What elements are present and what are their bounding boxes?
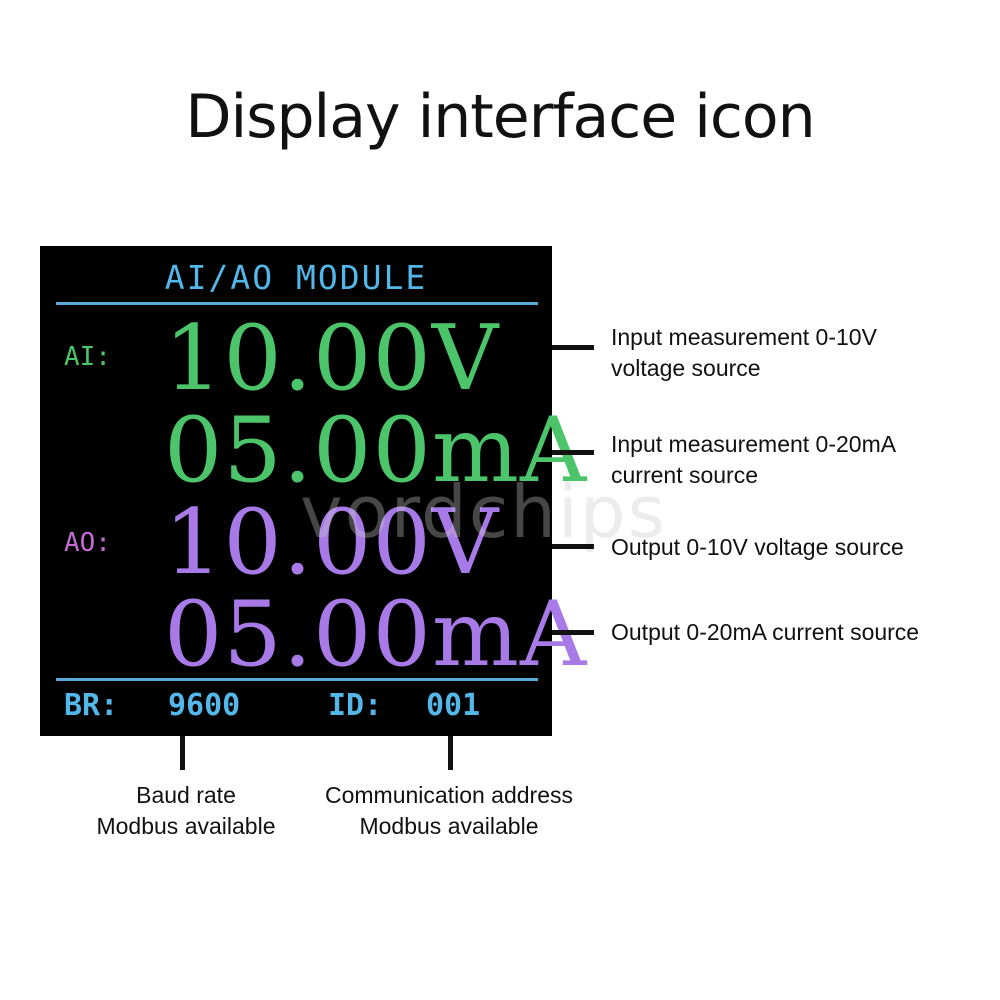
watermark: vordchips — [300, 470, 668, 554]
br-value: 9600 — [168, 688, 241, 723]
baud-rate-leader — [180, 736, 185, 770]
address-callout: Communication address Modbus available — [300, 780, 598, 842]
callout-line: Input measurement 0-10V — [611, 324, 877, 350]
ao-label: AO: — [64, 528, 111, 558]
ao-voltage-value: 10.00V — [164, 490, 500, 595]
screen-header: AI/AO MODULE — [164, 258, 428, 297]
callout-line: voltage source — [611, 355, 761, 381]
callout-line: current source — [611, 462, 759, 488]
callout-line: Modbus available — [96, 813, 276, 839]
ai-current-leader — [552, 450, 594, 455]
ai-label: AI: — [64, 342, 111, 372]
callout-line: Communication address — [324, 782, 573, 808]
page-title: Display interface icon — [185, 82, 815, 152]
footer-divider — [56, 678, 538, 681]
callout-line: Output 0-20mA current source — [611, 619, 920, 645]
header-divider — [56, 302, 538, 305]
ai-current-callout: Input measurement 0-20mA current source — [611, 429, 896, 491]
ao-voltage-leader — [552, 544, 594, 549]
ao-current-leader — [552, 630, 594, 635]
callout-line: Output 0-10V voltage source — [611, 534, 904, 560]
baud-rate-callout: Baud rate Modbus available — [70, 780, 302, 842]
ai-voltage-callout: Input measurement 0-10V voltage source — [611, 322, 877, 384]
ai-voltage-leader — [552, 345, 594, 350]
id-label: ID: — [328, 688, 383, 723]
lcd-screen: AI/AO MODULE AI: 10.00V 05.00mA AO: 10.0… — [40, 246, 586, 736]
callout-line: Input measurement 0-20mA — [611, 431, 897, 457]
ai-voltage-value: 10.00V — [164, 306, 500, 411]
ao-current-value: 05.00mA — [164, 582, 588, 687]
ao-voltage-callout: Output 0-10V voltage source — [611, 532, 904, 563]
address-leader — [448, 736, 453, 770]
callout-line: Baud rate — [136, 782, 236, 808]
br-label: BR: — [64, 688, 119, 723]
callout-line: Modbus available — [359, 813, 539, 839]
id-value: 001 — [426, 688, 481, 723]
ao-current-callout: Output 0-20mA current source — [611, 617, 919, 648]
ai-current-value: 05.00mA — [164, 398, 588, 503]
